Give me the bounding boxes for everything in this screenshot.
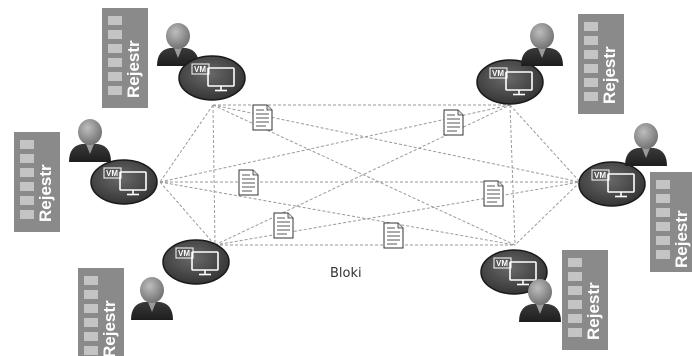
- register-label: Rejestr: [584, 282, 603, 340]
- register-server: Rejestr: [650, 172, 692, 272]
- register-label: Rejestr: [124, 40, 143, 98]
- computer-node: VM: [162, 239, 230, 285]
- blocks-caption: Bloki: [330, 266, 362, 281]
- link: [159, 104, 214, 183]
- link: [159, 181, 216, 246]
- person-icon: [625, 123, 667, 166]
- computer-node: VM: [578, 161, 646, 207]
- link: [514, 181, 581, 246]
- vm-label: VM: [194, 65, 206, 74]
- block-documents: [238, 104, 504, 249]
- register-server: Rejestr: [578, 14, 624, 114]
- register-server: Rejestr: [562, 250, 608, 350]
- vm-label: VM: [594, 171, 606, 180]
- peer-top-right: VM Rejestr: [476, 14, 624, 114]
- register-server: Rejestr: [78, 268, 124, 356]
- peer-mid-right: VM Rejestr: [578, 123, 692, 272]
- link: [509, 104, 581, 183]
- document-icon: [273, 212, 294, 239]
- register-server: Rejestr: [14, 132, 60, 232]
- document-icon: [483, 180, 504, 207]
- document-icon: [238, 169, 259, 196]
- link: [159, 181, 516, 246]
- computer-node: VM: [90, 159, 158, 205]
- vm-label: VM: [178, 249, 190, 258]
- register-label: Rejestr: [672, 210, 691, 268]
- link: [212, 104, 581, 183]
- link: [212, 104, 216, 246]
- document-icon: [252, 104, 273, 131]
- vm-label: VM: [496, 259, 508, 268]
- register-label: Rejestr: [36, 164, 55, 222]
- peer-bottom-left: VM Rejestr: [78, 239, 230, 356]
- register-server: Rejestr: [102, 8, 148, 108]
- register-label: Rejestr: [100, 300, 119, 356]
- vm-label: VM: [106, 169, 118, 178]
- computer-node: VM: [178, 55, 246, 101]
- vm-label: VM: [492, 69, 504, 78]
- computer-node: VM: [476, 59, 544, 105]
- document-icon: [383, 222, 404, 249]
- register-label: Rejestr: [600, 46, 619, 104]
- mesh-links: [159, 104, 581, 246]
- peer-bottom-right: VM Rejestr: [480, 249, 608, 350]
- peer-mid-left: Rejestr VM: [14, 119, 158, 232]
- person-icon: [521, 23, 563, 66]
- link: [509, 104, 516, 246]
- person-icon: [69, 119, 111, 162]
- peer-top-left: Rejestr VM: [102, 8, 246, 108]
- person-icon: [131, 277, 173, 320]
- document-icon: [443, 109, 464, 136]
- computer-node: VM: [480, 249, 548, 295]
